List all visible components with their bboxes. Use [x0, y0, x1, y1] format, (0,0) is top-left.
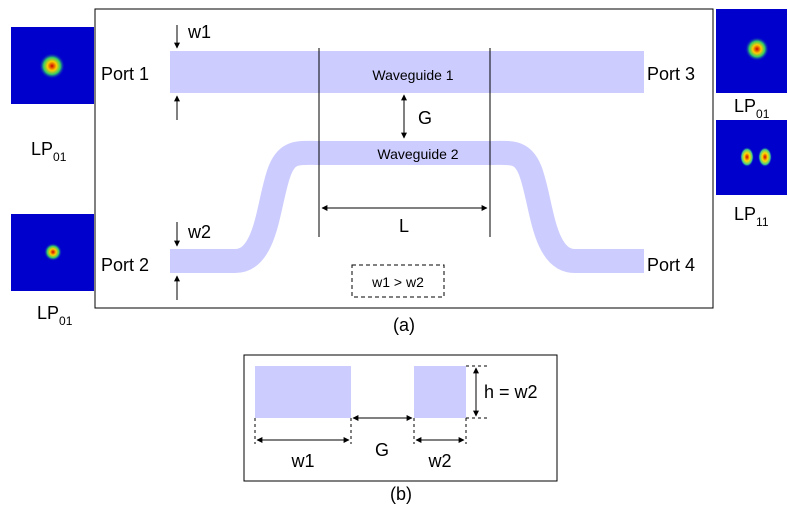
mode-image-port-2: [11, 214, 94, 291]
gap-cross-label: G: [375, 440, 389, 460]
mode-label-port-1: LP01: [31, 139, 67, 164]
mode-image-port-1: [11, 27, 94, 104]
condition-box: [351, 264, 445, 298]
panel-b-frame: [243, 354, 558, 482]
length-label: L: [399, 216, 409, 236]
port-4-label: Port 4: [647, 255, 695, 275]
panel-a-caption: (a): [393, 315, 415, 335]
port-3-label: Port 3: [647, 64, 695, 84]
panel-a-frame: [94, 8, 714, 309]
w2-label: w2: [187, 222, 211, 242]
mode-label-port-2: LP01: [37, 303, 73, 328]
height-label: h = w2: [484, 382, 538, 402]
cross-section-waveguide-2: [414, 366, 466, 418]
mode-label-port-3: LP01: [734, 96, 770, 121]
mode-image-port-4: [716, 120, 787, 195]
panel-b-caption: (b): [390, 484, 412, 504]
condition-label: w1 > w2: [371, 274, 424, 290]
waveguide-1-label: Waveguide 1: [372, 67, 453, 83]
port-1-label: Port 1: [101, 64, 149, 84]
mode-image-port-3: [716, 9, 787, 93]
waveguide-2-label: Waveguide 2: [377, 146, 458, 162]
w2-cross-label: w2: [427, 451, 451, 471]
w1-cross-label: w1: [290, 451, 314, 471]
waveguide-1: [170, 51, 644, 93]
waveguide-2: [170, 140, 644, 273]
cross-section-waveguide-1: [255, 366, 351, 418]
mode-label-port-4: LP11: [734, 204, 769, 229]
w1-label: w1: [187, 22, 211, 42]
port-2-label: Port 2: [101, 255, 149, 275]
gap-label: G: [418, 108, 432, 128]
